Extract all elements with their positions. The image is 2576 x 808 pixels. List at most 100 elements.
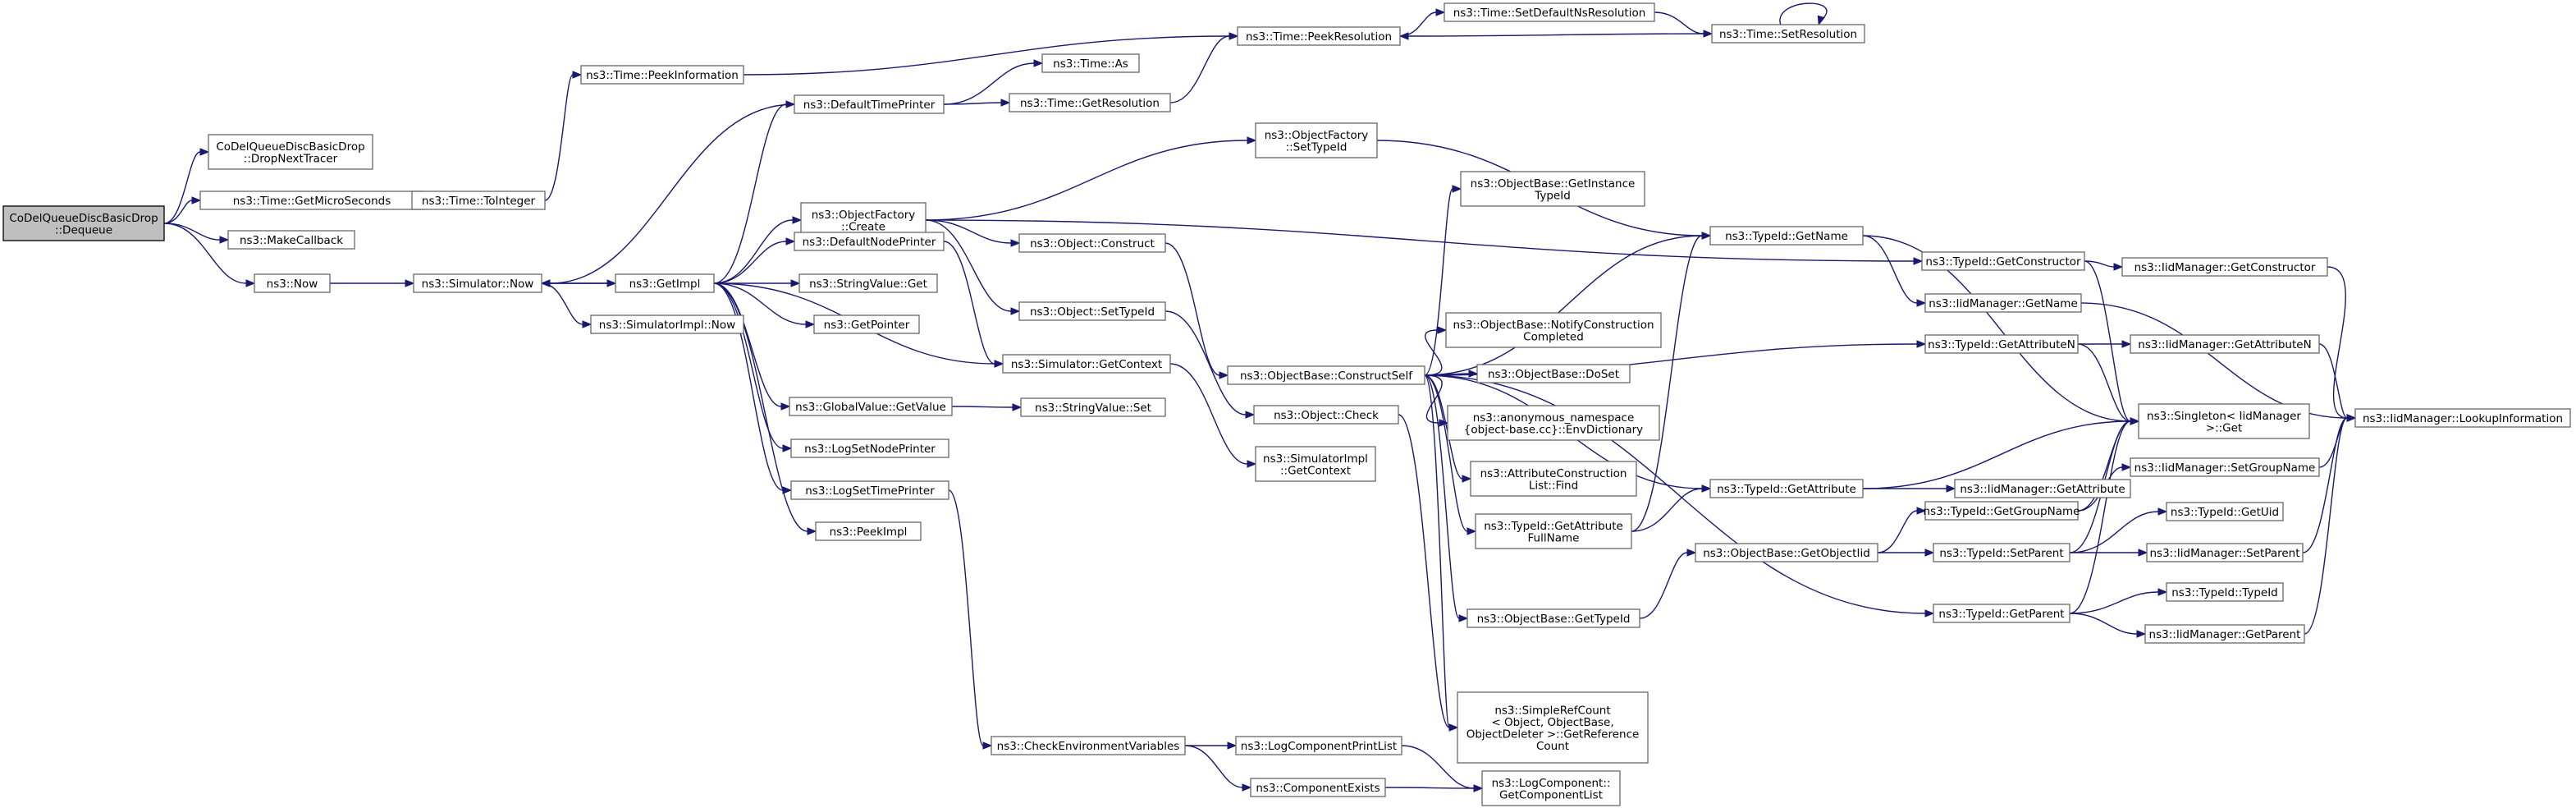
node-ns3-typeid-getattribute[interactable]: ns3::TypeId::GetAttribute (1709, 479, 1864, 498)
node-label: ns3::StringValue::Get (809, 278, 927, 291)
node-ns3-objectbase-gettypeid[interactable]: ns3::ObjectBase::GetTypeId (1466, 608, 1640, 628)
node-ns3-simulator-getcontext[interactable]: ns3::Simulator::GetContext (1002, 354, 1171, 374)
node-ns3-object-construct[interactable]: ns3::Object::Construct (1018, 233, 1166, 253)
node-ns3-objectbase-notifyconstruction-completed[interactable]: ns3::ObjectBase::NotifyConstructionCompl… (1445, 312, 1662, 348)
arrowhead-icon (1473, 784, 1484, 792)
node-ns3-getimpl[interactable]: ns3::GetImpl (615, 273, 715, 293)
node-label: ns3::Simulator::Now (422, 278, 534, 291)
edge-n47-to-n53 (1878, 549, 1935, 557)
node-ns3-typeid-getname[interactable]: ns3::TypeId::GetName (1709, 226, 1864, 246)
node-ns3-iidmanager-getname[interactable]: ns3::IidManager::GetName (1924, 293, 2082, 313)
node-box (1457, 691, 1649, 764)
node-ns3-iidmanager-getattribute[interactable]: ns3::IidManager::GetAttribute (1954, 479, 2131, 498)
edge-line (2084, 260, 2131, 422)
node-label: ns3::Time::GetMicroSeconds (233, 195, 391, 208)
node-ns3-simplerefcount-object-objectbase-objectdeleter-getreference-count[interactable]: ns3::SimpleRefCount< Object, ObjectBase,… (1457, 691, 1649, 764)
node-label: ns3::IidManager::SetGroupName (2134, 461, 2316, 475)
node-ns3-peekimpl[interactable]: ns3::PeekImpl (815, 521, 922, 541)
edge-line (1424, 235, 1703, 376)
node-ns3-stringvalue-get[interactable]: ns3::StringValue::Get (798, 273, 938, 293)
node-ns3-object-settypeid[interactable]: ns3::Object::SetTypeId (1018, 301, 1166, 321)
node-ns3-defaulttimeprinter[interactable]: ns3::DefaultTimePrinter (794, 94, 945, 114)
node-ns3-objectbase-getobjectiid[interactable]: ns3::ObjectBase::GetObjectIid (1695, 543, 1878, 562)
node-box (1933, 543, 2070, 562)
edge-n19-to-n33 (948, 489, 993, 750)
node-ns3-time-getresolution[interactable]: ns3::Time::GetResolution (1009, 93, 1171, 112)
node-ns3-time-peekinformation[interactable]: ns3::Time::PeekInformation (580, 65, 744, 85)
edge-n45-to-n49 (1862, 235, 1927, 307)
node-box (790, 480, 949, 500)
node-ns3-makecallback[interactable]: ns3::MakeCallback (227, 230, 355, 250)
node-ns3-time-as[interactable]: ns3::Time::As (1041, 53, 1140, 73)
node-ns3-simulator-now[interactable]: ns3::Simulator::Now (413, 273, 542, 293)
node-ns3-typeid-getparent[interactable]: ns3::TypeId::GetParent (1933, 604, 2070, 623)
node-ns3-logcomponent-getcomponentlist[interactable]: ns3::LogComponent::GetComponentList (1481, 770, 1621, 806)
node-ns3-globalvalue-getvalue[interactable]: ns3::GlobalValue::GetValue (789, 397, 953, 416)
node-codelqueuediscbasicdrop-dequeue[interactable]: CoDelQueueDiscBasicDrop::Dequeue (2, 205, 165, 241)
node-ns3-simulatorimpl-getcontext[interactable]: ns3::SimulatorImpl::GetContext (1255, 446, 1376, 482)
node-ns3-typeid-setparent[interactable]: ns3::TypeId::SetParent (1933, 543, 2070, 562)
node-ns3-anonymous-namespace-object-base-cc-envdictionary[interactable]: ns3::anonymous_namespace{object-base.cc}… (1447, 405, 1660, 441)
arrowhead-icon (807, 527, 817, 535)
node-ns3-getpointer[interactable]: ns3::GetPointer (813, 314, 920, 334)
edge-n12-to-n21 (943, 59, 1044, 105)
node-box (794, 232, 945, 251)
edge-line (1654, 11, 1704, 34)
node-box (1444, 2, 1655, 22)
node-ns3-iidmanager-setparent[interactable]: ns3::IidManager::SetParent (2146, 543, 2304, 562)
node-ns3-logcomponentprintlist[interactable]: ns3::LogComponentPrintList (1235, 736, 1402, 755)
node-ns3-componentexists[interactable]: ns3::ComponentExists (1250, 778, 1386, 797)
edge-line (713, 282, 782, 407)
node-ns3-time-setresolution[interactable]: ns3::Time::SetResolution (1711, 24, 1865, 44)
node-ns3-time-peekresolution[interactable]: ns3::Time::PeekResolution (1237, 26, 1401, 46)
node-ns3-iidmanager-getconstructor[interactable]: ns3::IidManager::GetConstructor (2121, 257, 2328, 277)
node-codelqueuediscbasicdrop-dropnexttracer[interactable]: CoDelQueueDiscBasicDrop::DropNextTracer (208, 134, 373, 170)
node-ns3-object-check[interactable]: ns3::Object::Check (1253, 405, 1399, 425)
node-ns3-objectbase-doset[interactable]: ns3::ObjectBase::DoSet (1476, 364, 1631, 383)
edge-line (544, 74, 574, 201)
arrowhead-icon (1916, 340, 1927, 348)
node-ns3-logsettimeprinter[interactable]: ns3::LogSetTimePrinter (790, 480, 949, 500)
arrowhead-icon (1946, 484, 1956, 493)
node-ns3-iidmanager-getattributen[interactable]: ns3::IidManager::GetAttributeN (2130, 334, 2320, 354)
node-ns3-now[interactable]: ns3::Now (254, 273, 331, 293)
node-ns3-iidmanager-getparent[interactable]: ns3::IidManager::GetParent (2144, 624, 2305, 644)
arrowhead-icon (1924, 549, 1935, 557)
node-ns3-time-tointeger[interactable]: ns3::Time::ToInteger (411, 191, 546, 210)
node-ns3-time-setdefaultnsresolution[interactable]: ns3::Time::SetDefaultNsResolution (1444, 2, 1655, 22)
node-ns3-typeid-typeid[interactable]: ns3::TypeId::TypeId (2166, 582, 2284, 602)
edge-line (1169, 363, 1248, 465)
node-label: ns3::Singleton< IidManager (2147, 410, 2301, 423)
node-label: ns3::IidManager::GetParent (2149, 628, 2301, 641)
edge-line (713, 282, 808, 532)
node-ns3-typeid-getuid[interactable]: ns3::TypeId::GetUid (2166, 502, 2284, 521)
node-ns3-typeid-getconstructor[interactable]: ns3::TypeId::GetConstructor (1921, 251, 2085, 271)
node-ns3-singleton-iidmanager-get[interactable]: ns3::Singleton< IidManager>::Get (2138, 403, 2310, 439)
node-label: ns3::Time::ToInteger (422, 195, 536, 208)
arrowhead-icon (2157, 588, 2168, 596)
arrowhead-icon (1012, 403, 1023, 411)
node-ns3-typeid-getattributen[interactable]: ns3::TypeId::GetAttributeN (1924, 334, 2079, 354)
node-label: >::Get (2206, 421, 2242, 434)
node-ns3-iidmanager-lookupinformation[interactable]: ns3::IidManager::LookupInformation (2354, 408, 2571, 428)
edge-line (713, 103, 787, 284)
node-ns3-iidmanager-setgroupname[interactable]: ns3::IidManager::SetGroupName (2130, 457, 2320, 477)
edge-line (1407, 33, 1713, 37)
node-ns3-objectfactory-settypeid[interactable]: ns3::ObjectFactory::SetTypeId (1255, 122, 1378, 158)
node-ns3-objectbase-constructself[interactable]: ns3::ObjectBase::ConstructSelf (1227, 365, 1425, 385)
node-ns3-typeid-getgroupname[interactable]: ns3::TypeId::GetGroupName (1924, 501, 2080, 521)
arrowhead-icon (199, 148, 210, 156)
node-ns3-simulatorimpl-now[interactable]: ns3::SimulatorImpl::Now (590, 314, 744, 334)
node-ns3-time-getmicroseconds[interactable]: ns3::Time::GetMicroSeconds (199, 191, 424, 210)
node-ns3-stringvalue-set[interactable]: ns3::StringValue::Set (1020, 397, 1166, 417)
node-ns3-checkenvironmentvariables[interactable]: ns3::CheckEnvironmentVariables (991, 736, 1186, 755)
node-ns3-logsetnodeprinter[interactable]: ns3::LogSetNodePrinter (790, 438, 949, 458)
node-ns3-defaultnodeprinter[interactable]: ns3::DefaultNodePrinter (794, 232, 945, 251)
arrowhead-icon (1010, 307, 1021, 315)
arrowhead-icon (1247, 460, 1257, 468)
node-ns3-objectfactory-create[interactable]: ns3::ObjectFactory::Create (800, 202, 927, 238)
edge-n56-to-n63 (2318, 343, 2357, 422)
